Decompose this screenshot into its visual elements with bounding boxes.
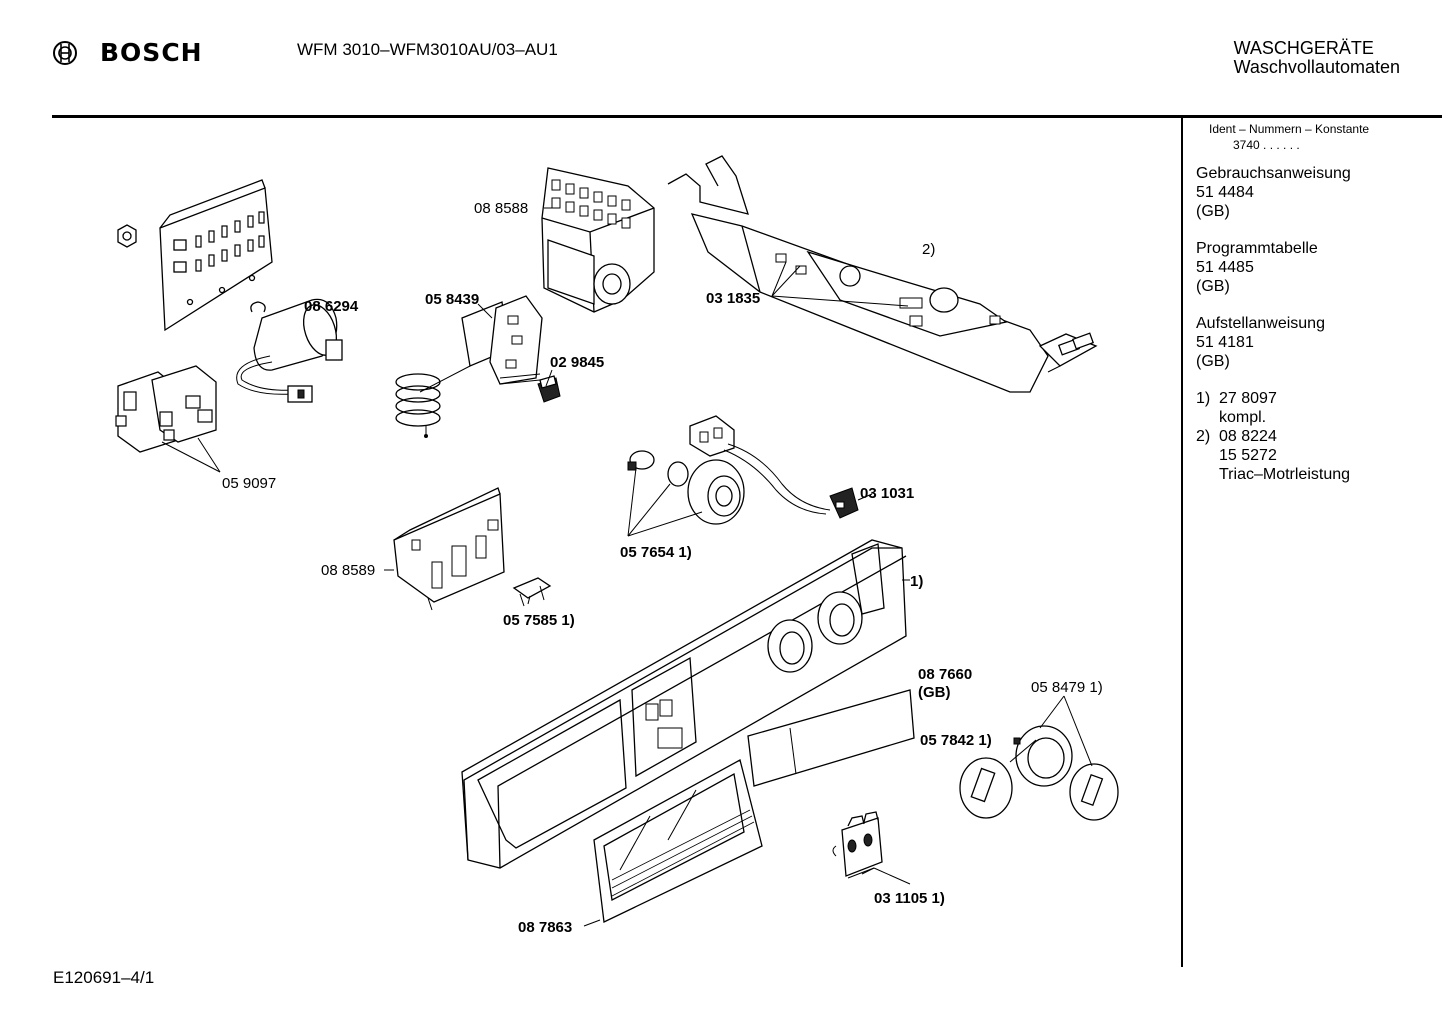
part-label: 08 7863	[518, 919, 572, 936]
part-label: (GB)	[918, 684, 951, 701]
programme-timer-part	[541, 167, 655, 313]
doc-number: 51 4181	[1196, 334, 1254, 351]
detergent-drawer-cover-part	[593, 759, 763, 923]
knob-parts	[959, 725, 1119, 821]
sidebar-divider	[1181, 117, 1183, 967]
bracket-plate-part	[159, 179, 273, 332]
doc-item: Programmtabelle 51 4485 (GB)	[1196, 239, 1318, 296]
doc-title: Aufstellanweisung	[1196, 315, 1325, 332]
part-label: 03 1835	[706, 290, 760, 307]
doc-item: Aufstellanweisung 51 4181 (GB)	[1196, 314, 1325, 371]
leader-lines	[161, 207, 1093, 927]
part-label: 08 8588	[474, 200, 528, 217]
ident-heading: Ident – Nummern – Konstante	[1209, 122, 1370, 136]
part-label: 2)	[922, 241, 935, 258]
part-label: 08 6294	[304, 298, 359, 315]
category-line-1: WASCHGERÄTE	[1233, 38, 1374, 58]
document-id: E120691–4/1	[53, 968, 155, 987]
note-marker: 1)	[1196, 390, 1211, 407]
nut-part	[117, 224, 137, 248]
electronic-module-part	[393, 487, 505, 611]
switch-holder-parts	[627, 450, 745, 525]
part-label: 08 8589	[321, 562, 375, 579]
category: WASCHGERÄTE Waschvollautomaten	[1234, 39, 1400, 77]
note-marker: 2)	[1196, 428, 1211, 445]
doc-item: Gebrauchsanweisung 51 4484 (GB)	[1196, 164, 1351, 221]
push-button-part	[832, 811, 883, 877]
part-label: 02 9845	[550, 354, 604, 371]
doc-lang: (GB)	[1196, 203, 1230, 220]
brand-name: BOSCH	[100, 38, 203, 67]
category-line-2: Waschvollautomaten	[1233, 57, 1400, 77]
exploded-parts-diagram: 08 8588 08 6294 05 8439 02 9845 03 1835 …	[115, 155, 1119, 936]
pressure-switch-part	[395, 295, 543, 438]
part-label: 05 7585 1)	[503, 612, 575, 629]
part-label: 1)	[910, 573, 923, 590]
bosch-armature-icon	[53, 40, 77, 65]
relay-pair-part	[115, 365, 217, 453]
note-2: 2) 08 8224 15 5272 Triac–Motrleistung	[1196, 427, 1350, 484]
part-label: 08 7660	[918, 666, 972, 683]
capacitor-part	[236, 298, 343, 403]
note-line: 15 5272	[1219, 447, 1277, 464]
doc-lang: (GB)	[1196, 353, 1230, 370]
part-label: 05 9097	[222, 475, 276, 492]
note-1: 1) 27 8097 kompl.	[1196, 389, 1277, 427]
doc-number: 51 4485	[1196, 259, 1254, 276]
doc-title: Programmtabelle	[1196, 240, 1318, 257]
ident-value: 3740 . . . . . .	[1233, 138, 1300, 152]
doc-lang: (GB)	[1196, 278, 1230, 295]
clip-part	[512, 577, 552, 607]
part-label: 05 8439	[425, 291, 479, 308]
part-label: 03 1031	[860, 485, 914, 502]
model-number: WFM 3010–WFM3010AU/03–AU1	[297, 40, 558, 59]
note-line: 27 8097	[1219, 390, 1277, 407]
part-label: 05 7654 1)	[620, 544, 692, 561]
brand-logo: BOSCH	[52, 38, 203, 67]
plug-part	[537, 375, 561, 403]
cable-harness-part	[689, 415, 859, 519]
doc-title: Gebrauchsanweisung	[1196, 165, 1351, 182]
note-line: 08 8224	[1219, 428, 1277, 445]
label-strip-part	[747, 689, 915, 787]
front-panel-part	[461, 539, 907, 869]
part-label: 05 7842 1)	[920, 732, 992, 749]
part-label: 03 1105 1)	[874, 890, 945, 907]
part-label: 05 8479 1)	[1031, 679, 1103, 696]
note-line: Triac–Motrleistung	[1219, 466, 1351, 483]
control-board-bracket-part	[667, 155, 1098, 393]
doc-number: 51 4484	[1196, 184, 1254, 201]
note-line: kompl.	[1219, 409, 1267, 426]
header-divider	[52, 115, 1442, 118]
